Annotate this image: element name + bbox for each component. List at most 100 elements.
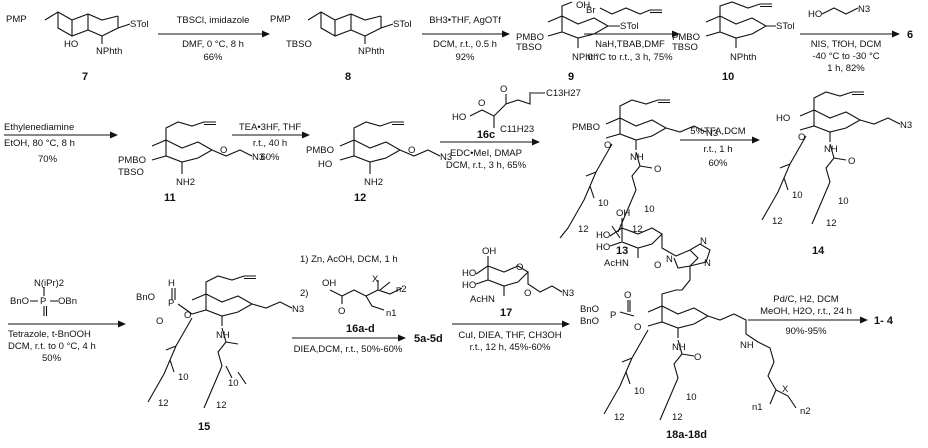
reagent-phosphite-label-1: BnO: [10, 296, 29, 307]
arrow-4-reagent-right: N3: [858, 4, 870, 15]
compound-14-label-5: 10: [792, 190, 803, 201]
compound-10-label-2: STol: [776, 21, 794, 32]
compound-7-label-3: NPhth: [96, 46, 122, 57]
reagent-16-label-1: O: [338, 306, 345, 317]
arrow-5-yield: 70%: [38, 154, 58, 165]
compound-18-label-10: P: [610, 310, 616, 321]
compound-9-label-0: OH: [576, 0, 590, 11]
arrow-9-line-0: Tetrazole, t-BnOOH: [8, 329, 91, 340]
compound-13-label-7: 10: [644, 204, 655, 215]
arrow-4-line-2: 1 h, 82%: [827, 63, 865, 74]
arrow-3: Br NaH,TBAB,DMF 0 °C to r.t., 3 h, 75%: [584, 5, 680, 63]
compound-14-label-7: 10: [838, 196, 849, 207]
compound-15-structure: BnO H P O O NH N3 10 12 10 12 15: [136, 275, 304, 433]
compound-18-label-8: BnO: [580, 304, 599, 315]
arrow-5: Ethylenediamine EtOH, 80 °C, 8 h 70%: [4, 122, 118, 165]
reagent-16-number: 16a-d: [346, 323, 375, 335]
compound-18-label-2: HO: [596, 242, 610, 253]
arrow-8-yield: 60%: [708, 158, 728, 169]
compound-8-number: 8: [345, 71, 351, 83]
compound-12-structure: PMBO HO NH2 O N3 12: [306, 121, 452, 204]
compound-13-label-4: O: [654, 164, 661, 175]
compound-15-label-3: O: [184, 310, 191, 321]
compound-15-label-4: O: [156, 316, 163, 327]
compound-18-label-13: NH: [672, 342, 686, 353]
reagent-16c-label-1: O: [478, 98, 485, 109]
reagent-16c-label-0: HO: [452, 112, 466, 123]
arrow-3-reagent: Br: [586, 5, 596, 16]
compound-6-number: 6: [907, 29, 913, 41]
compound-13-label-3: N3: [706, 128, 718, 139]
compound-1-4-number: 1- 4: [874, 315, 894, 327]
compound-9-label-3: STol: [620, 21, 638, 32]
compound-14-label-1: O: [798, 132, 805, 143]
reagent-phosphite-label-0: N(iPr)2: [34, 278, 64, 289]
compound-9-number: 9: [568, 71, 574, 83]
arrow-7-line-1: DCM, r.t., 3 h, 65%: [446, 160, 527, 171]
compound-13-label-8: 12: [632, 224, 643, 235]
compound-14-structure: HO O NH N3 O 10 12 10 12 14: [761, 91, 912, 257]
compound-10-structure: PMBO TBSO STol NPhth 10: [672, 1, 794, 83]
arrow-3-line-1: 0 °C to r.t., 3 h, 75%: [587, 52, 673, 63]
arrow-6-yield: 60%: [260, 152, 280, 163]
arrow-1-above: TBSCl, imidazole: [177, 15, 250, 26]
compound-7-label-2: STol: [130, 19, 148, 30]
compound-18-label-16: 10: [634, 386, 645, 397]
arrow-1-line-0: DMF, 0 °C, 8 h: [182, 39, 244, 50]
arrow-12-line-0: Pd/C, H2, DCM: [773, 294, 839, 305]
arrow-10: 1) Zn, AcOH, DCM, 1 h 2) OH O X n2 n1 16…: [292, 254, 407, 355]
compound-13-label-0: PMBO: [572, 122, 600, 133]
arrow-9-yield: 50%: [42, 353, 62, 364]
reagent-16c-label-3: C13H27: [546, 88, 581, 99]
compound-18-label-7: N: [704, 258, 711, 269]
compound-7-label-0: PMP: [6, 14, 27, 25]
compound-5a-5d-number: 5a-5d: [414, 333, 443, 345]
compound-15-label-1: H: [168, 278, 175, 289]
compound-15-label-8: 12: [158, 398, 169, 409]
compound-14-label-6: 12: [772, 216, 783, 227]
compound-14-number: 14: [812, 245, 825, 257]
arrow-11-line-0: CuI, DIEA, THF, CH3OH: [458, 330, 561, 341]
arrow-7-line-0: EDC•MeI, DMAP: [450, 148, 522, 159]
compound-17-label-3: AcHN: [470, 294, 495, 305]
arrow-2: BH3•THF, AgOTf DCM, r.t., 0.5 h 92%: [422, 15, 510, 63]
arrow-3-line-0: NaH,TBAB,DMF: [595, 39, 665, 50]
arrow-4-line-0: NIS, TfOH, DCM: [811, 39, 882, 50]
reagent-16c-label-2: O: [500, 84, 507, 95]
compound-12-label-4: N3: [440, 152, 452, 163]
compound-15-label-10: 12: [216, 400, 227, 411]
arrow-4-line-1: -40 °C to -30 °C: [812, 51, 879, 62]
compound-18-label-22: X: [782, 384, 789, 395]
compound-17-label-6: N3: [562, 288, 574, 299]
reagent-16-label-3: n2: [396, 284, 407, 295]
compound-13-label-5: 10: [598, 198, 609, 209]
compound-15-label-0: BnO: [136, 292, 155, 303]
compound-11-structure: PMBO TBSO NH2 O N3 11: [118, 121, 264, 204]
compound-15-label-2: P: [168, 298, 174, 309]
compound-7-number: 7: [82, 71, 88, 83]
compound-11-label-3: O: [220, 145, 227, 156]
arrow-8: 5%TFA,DCM r.t., 1 h 60%: [680, 126, 760, 169]
compound-10-number: 10: [722, 71, 734, 83]
reagent-phosphite-label-3: OBn: [58, 296, 77, 307]
compound-9-label-4: NPhth: [572, 52, 598, 63]
reagent-phosphite-label-2: P: [40, 296, 46, 307]
compound-17-label-1: OH: [482, 246, 496, 257]
arrow-1-yield: 66%: [203, 52, 223, 63]
arrow-11: HO OH HO AcHN O O N3 17 CuI, DIEA, THF, …: [452, 246, 574, 353]
compound-15-label-6: N3: [292, 304, 304, 315]
compound-18-label-5: N: [666, 254, 673, 265]
compound-18-label-3: AcHN: [604, 258, 629, 269]
arrow-12-line-1: MeOH, H2O, r.t., 24 h: [760, 306, 852, 317]
arrow-12-yield: 90%-95%: [785, 326, 827, 337]
arrow-1: TBSCl, imidazole DMF, 0 °C, 8 h 66%: [158, 15, 270, 63]
arrow-2-yield: 92%: [455, 52, 475, 63]
compound-17-label-0: HO: [462, 268, 476, 279]
compound-14-label-4: O: [848, 156, 855, 167]
compound-14-label-0: HO: [776, 113, 790, 124]
compound-15-label-5: NH: [216, 330, 230, 341]
compound-11-label-2: NH2: [176, 177, 195, 188]
reagent-16c-label-4: C11H23: [500, 124, 534, 135]
compound-11-number: 11: [164, 192, 176, 204]
compound-11-label-0: PMBO: [118, 155, 146, 166]
